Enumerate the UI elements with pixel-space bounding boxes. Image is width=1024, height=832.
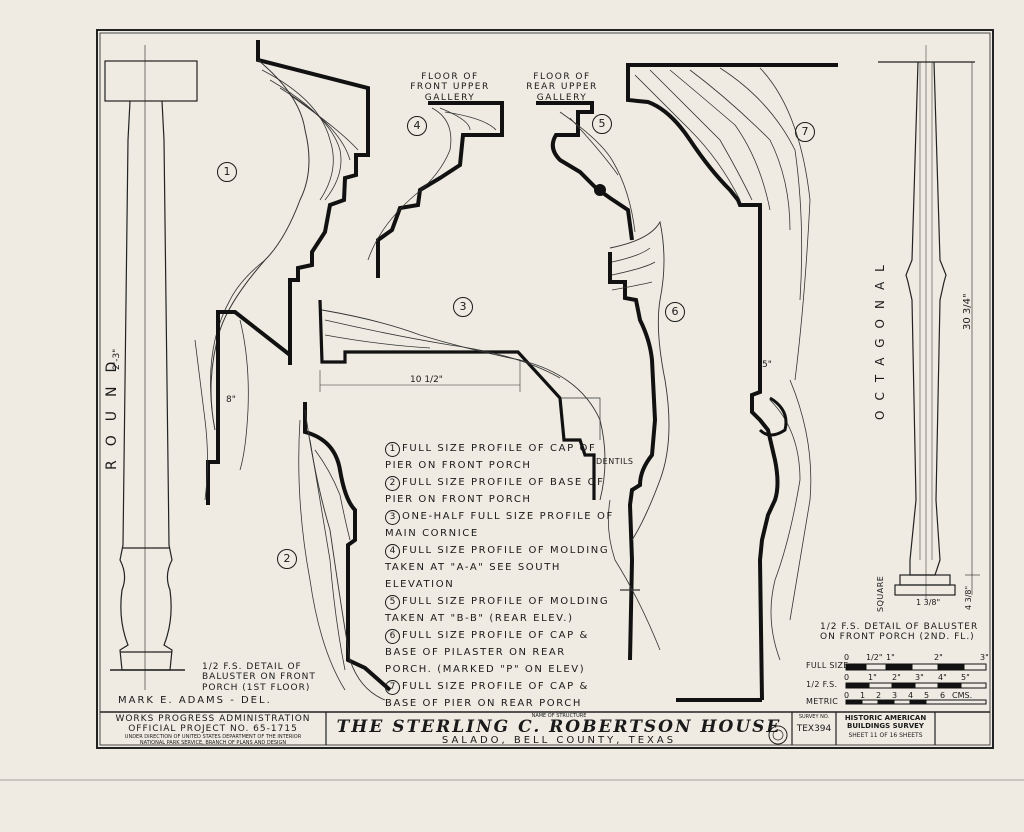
structure-location: SALADO, BELL COUNTY, TEXAS: [441, 735, 677, 746]
scale-full-size-label: FULL SIZE: [806, 661, 849, 670]
label-floor-front: FLOOR OF FRONT UPPER GALLERY: [410, 72, 490, 103]
detail-number-5: 5: [592, 114, 612, 134]
title-block-survey: SURVEY NO. TEX394: [796, 714, 832, 734]
title-block-agency: WORKS PROGRESS ADMINISTRATION OFFICIAL P…: [115, 714, 311, 746]
profile-1: [210, 40, 370, 431]
profile-2: [194, 310, 392, 701]
profile-6: [607, 220, 670, 661]
rear-baluster: [878, 45, 980, 600]
dim-5: 5": [762, 360, 772, 370]
detail-number-6: 6: [665, 302, 685, 322]
detail-number-2: 2: [277, 549, 297, 569]
detail-number-7: 7: [795, 122, 815, 142]
front-baluster: [104, 45, 198, 690]
label-floor-rear: FLOOR OF REAR UPPER GALLERY: [526, 72, 598, 103]
label-square: SQUARE: [876, 575, 885, 612]
dim-2-3: 2'-3": [112, 348, 122, 370]
detail-number-4: 4: [407, 116, 427, 136]
structure-name: THE STERLING C. ROBERTSON HOUSE: [336, 717, 782, 737]
profile-7: [626, 63, 838, 702]
dim-30-3-4: 30 3/4": [962, 293, 973, 330]
label-octagonal: OCTAGONAL: [873, 255, 887, 420]
rear-baluster-caption: 1/2 F.S. DETAIL OF BALUSTER ON FRONT POR…: [820, 622, 979, 643]
scale-half-label: 1/2 F.S.: [806, 680, 838, 689]
title-block-structure: NAME OF STRUCTURE THE STERLING C. ROBERT…: [326, 713, 792, 746]
title-block-frame: [100, 711, 990, 745]
dim-1-3-8: 1 3/8": [916, 598, 941, 607]
scale-metric-label: METRIC: [806, 697, 839, 706]
delineator: MARK E. ADAMS - DEL.: [118, 695, 272, 706]
profile-3: [318, 299, 606, 501]
profile-5: [536, 101, 636, 241]
dim-8: 8": [226, 395, 236, 405]
detail-number-1: 1: [217, 162, 237, 182]
dim-10-half: 10 1/2": [410, 375, 443, 385]
scale-bars: [845, 663, 987, 705]
front-baluster-caption: 1/2 F.S. DETAIL OF BALUSTER ON FRONT POR…: [202, 662, 316, 693]
title-block-habs: HISTORIC AMERICAN BUILDINGS SURVEY SHEET…: [844, 714, 927, 739]
label-dentils: DENTILS: [596, 457, 634, 466]
profile-4: [367, 101, 504, 278]
dim-4-3-8: 4 3/8": [964, 585, 973, 610]
detail-number-3: 3: [453, 297, 473, 317]
